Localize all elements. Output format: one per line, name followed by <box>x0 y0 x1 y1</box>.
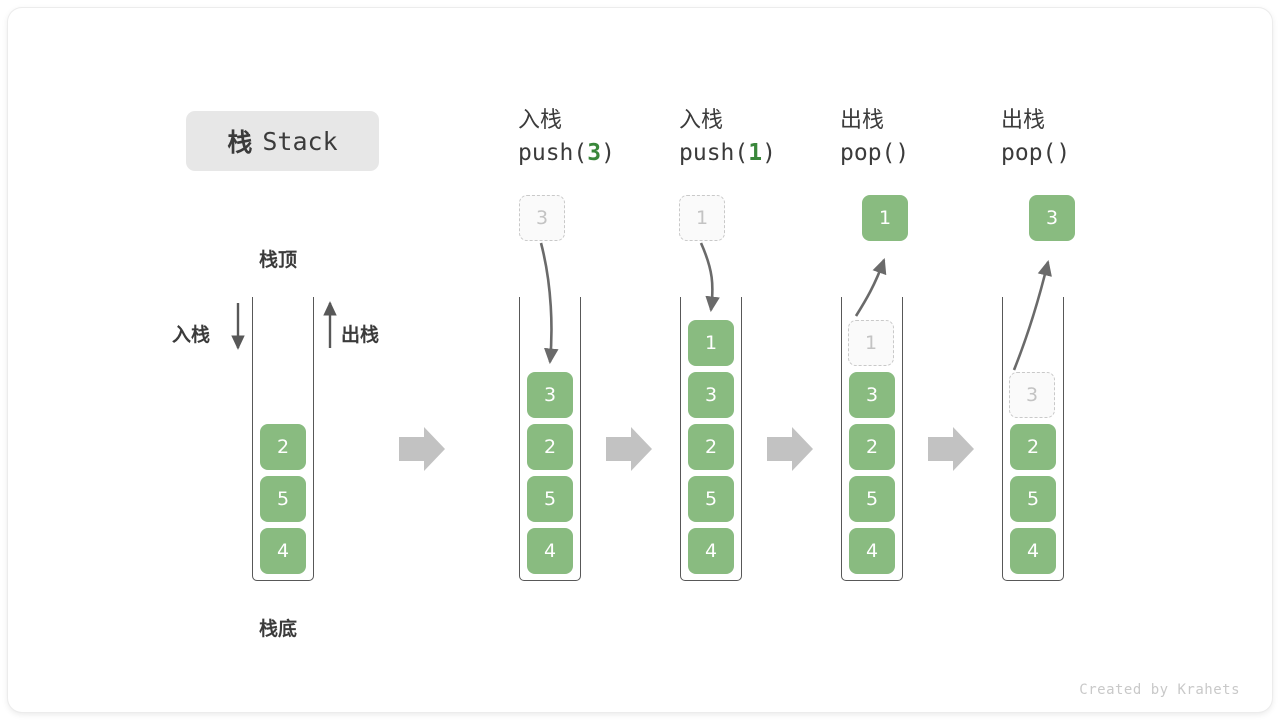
code-post: ) <box>895 140 910 166</box>
stack-cell: 3 <box>1009 372 1055 418</box>
stack-container-pop-3 <box>1002 297 1064 581</box>
stack-cell: 3 <box>527 372 573 418</box>
stack-cell: 2 <box>688 424 734 470</box>
floating-cell: 3 <box>519 195 565 241</box>
code-pre: push( <box>679 140 749 166</box>
stack-cell: 5 <box>1010 476 1056 522</box>
floating-cell: 1 <box>862 195 908 241</box>
stack-cell: 3 <box>688 372 734 418</box>
code-pre: push( <box>518 140 588 166</box>
stack-container-push-1 <box>680 297 742 581</box>
stack-cell: 5 <box>849 476 895 522</box>
step-title-cn: 出栈 <box>840 108 885 133</box>
step-header-pop-3: 出栈 pop() <box>1001 106 1181 170</box>
code-arg: 3 <box>587 140 602 166</box>
code-post: ) <box>762 140 776 166</box>
stack-cell: 5 <box>688 476 734 522</box>
floating-cell: 1 <box>679 195 725 241</box>
step-title-code: push(3) <box>518 136 698 170</box>
step-header-pop-1: 出栈 pop() <box>840 106 1020 170</box>
label-stack-top: 栈顶 <box>259 249 298 271</box>
step-header-push-1: 入栈 push(1) <box>679 106 859 170</box>
stack-container-initial <box>252 297 314 581</box>
footer-credit: Created by Krahets <box>1079 682 1240 698</box>
stack-container-pop-1 <box>841 297 903 581</box>
stack-cell: 2 <box>1010 424 1056 470</box>
label-pop-left: 出栈 <box>341 324 380 346</box>
stack-cell: 1 <box>848 320 894 366</box>
stack-cell: 3 <box>849 372 895 418</box>
stack-cell: 5 <box>260 476 306 522</box>
title-cn: 栈 <box>227 128 253 157</box>
stack-cell: 4 <box>688 528 734 574</box>
floating-cell: 3 <box>1029 195 1075 241</box>
stack-cell: 2 <box>849 424 895 470</box>
step-header-push-3: 入栈 push(3) <box>518 106 698 170</box>
step-title-code: pop() <box>1001 136 1181 170</box>
step-title-cn: 入栈 <box>679 108 724 133</box>
step-title-cn: 出栈 <box>1001 108 1046 133</box>
code-post: ) <box>1056 140 1071 166</box>
stack-cell: 1 <box>688 320 734 366</box>
label-stack-bottom: 栈底 <box>259 618 298 640</box>
stack-container-push-3 <box>519 297 581 581</box>
diagram-title: 栈 Stack <box>186 111 379 171</box>
step-title-cn: 入栈 <box>518 108 563 133</box>
title-en: Stack <box>262 126 338 156</box>
code-pre: pop( <box>1001 140 1057 166</box>
stack-cell: 4 <box>527 528 573 574</box>
stack-cell: 5 <box>527 476 573 522</box>
step-title-code: pop() <box>840 136 1020 170</box>
stack-cell: 4 <box>260 528 306 574</box>
stack-cell: 4 <box>1010 528 1056 574</box>
code-pre: pop( <box>840 140 896 166</box>
stack-cell: 4 <box>849 528 895 574</box>
label-push-left: 入栈 <box>172 324 211 346</box>
code-arg: 1 <box>748 140 763 166</box>
code-post: ) <box>601 140 615 166</box>
stack-cell: 2 <box>260 424 306 470</box>
step-title-code: push(1) <box>679 136 859 170</box>
stack-cell: 2 <box>527 424 573 470</box>
